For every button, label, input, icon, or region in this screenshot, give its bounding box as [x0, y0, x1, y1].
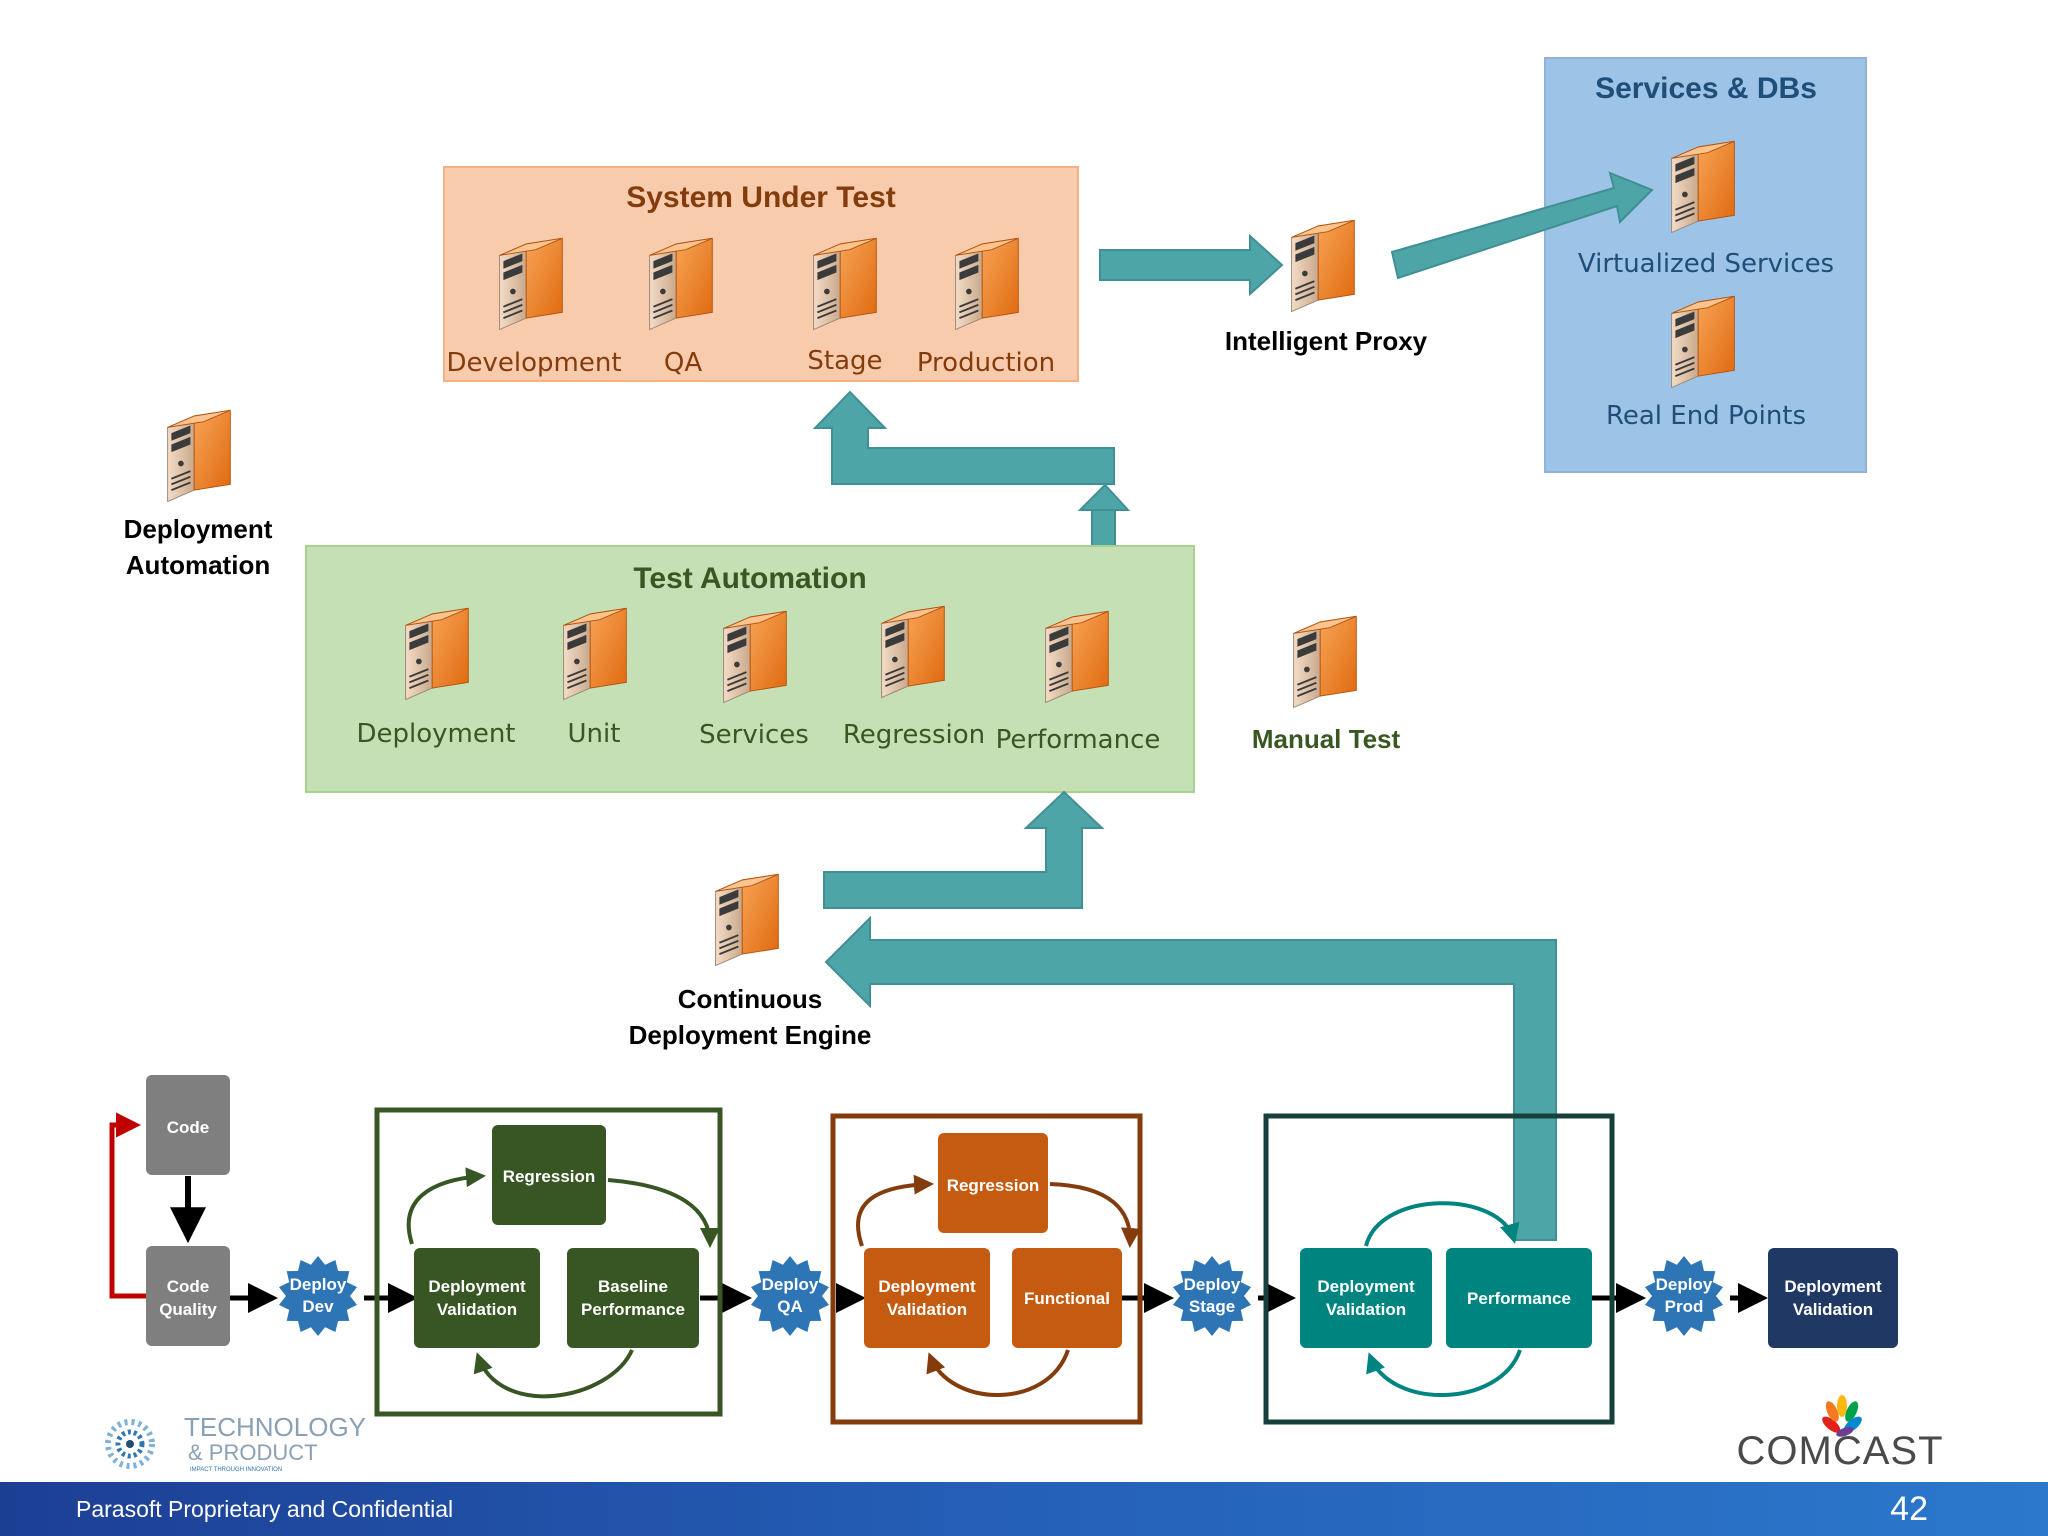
qa-functional: Functional — [1024, 1289, 1110, 1308]
manual-test-icon — [1292, 615, 1358, 709]
tech-product-line2: & PRODUCT — [188, 1440, 318, 1465]
proxy-to-services-arrow — [1390, 171, 1654, 280]
code-quality-line2: Quality — [159, 1300, 217, 1319]
test-performance: Performance — [996, 725, 1161, 755]
footer-text: Parasoft Proprietary and Confidential — [76, 1496, 454, 1522]
comcast-logo: COMCAST — [1737, 1395, 1944, 1473]
qa-cycle-arrow-bottom — [926, 1349, 1070, 1397]
code-label: Code — [167, 1118, 210, 1137]
deploy-stage-line1: Deploy — [1184, 1275, 1241, 1294]
cd-engine-icon — [714, 873, 780, 967]
qa-deployment-validation-line2: Validation — [887, 1300, 967, 1319]
code-quality-box: Code Quality — [146, 1246, 230, 1346]
tech-product-line1: TECHNOLOGY — [184, 1412, 366, 1442]
prod-validation-line1: Deployment — [1784, 1277, 1882, 1296]
intelligent-proxy-label: Intelligent Proxy — [1225, 326, 1428, 356]
quality-to-code-feedback-arrow — [109, 1112, 146, 1299]
comcast-wordmark: COMCAST — [1737, 1429, 1944, 1473]
deploy-qa-badge: Deploy QA — [751, 1256, 829, 1336]
test-automation-title: Test Automation — [633, 562, 866, 595]
qa-deployment-validation-line1: Deployment — [878, 1277, 976, 1296]
test-unit: Unit — [568, 719, 621, 749]
stage-deployment-validation-line1: Deployment — [1317, 1277, 1415, 1296]
test-services: Services — [699, 720, 809, 750]
qa-cycle-arrow-top-left — [856, 1174, 934, 1247]
env-development: Development — [446, 348, 621, 378]
env-stage: Stage — [807, 346, 882, 376]
technology-product-logo: TECHNOLOGY & PRODUCT IMPACT THROUGH INNO… — [105, 1412, 366, 1473]
cd-engine-line2: Deployment Engine — [629, 1020, 872, 1050]
cd-engine-line1: Continuous — [678, 984, 822, 1014]
test-regression: Regression — [843, 720, 985, 750]
deploy-qa-line1: Deploy — [762, 1275, 819, 1294]
stage-performance: Performance — [1467, 1289, 1571, 1308]
dev-cycle-arrow-top-left — [406, 1167, 486, 1245]
qa-stage-group: Regression Deployment Validation Functio… — [830, 1113, 1143, 1425]
qa-cycle-arrow-top-right — [1049, 1182, 1141, 1248]
dev-baseline-line2: Performance — [581, 1300, 685, 1319]
sut-to-proxy-arrow — [1099, 233, 1284, 297]
real-end-points-label: Real End Points — [1606, 401, 1806, 431]
test-deployment: Deployment — [356, 719, 515, 749]
deployment-automation-icon — [166, 409, 232, 503]
system-under-test-panel: System Under Test Development QA Stage P… — [443, 166, 1079, 382]
footer-bar: Parasoft Proprietary and Confidential 42 — [0, 1482, 2048, 1536]
deploy-stage-badge: Deploy Stage — [1173, 1256, 1251, 1336]
stage-cycle-arrow-top — [1364, 1201, 1520, 1247]
peacock-icon — [1822, 1395, 1862, 1437]
deploy-qa-line2: QA — [777, 1297, 803, 1316]
manual-test-label: Manual Test — [1252, 724, 1401, 754]
dev-baseline-line1: Baseline — [598, 1277, 668, 1296]
dev-deployment-validation-line1: Deployment — [428, 1277, 526, 1296]
env-qa: QA — [664, 348, 702, 378]
tech-product-line3: IMPACT THROUGH INNOVATION — [190, 1467, 282, 1473]
prod-validation-line2: Validation — [1793, 1300, 1873, 1319]
sut-title: System Under Test — [626, 181, 896, 214]
deployment-automation-line1: Deployment — [124, 514, 273, 544]
code-box: Code — [146, 1075, 230, 1175]
deploy-stage-line2: Stage — [1189, 1297, 1235, 1316]
stage-deployment-validation-line2: Validation — [1326, 1300, 1406, 1319]
qa-regression: Regression — [947, 1176, 1040, 1195]
performance-feedback-arrow — [824, 915, 1557, 1241]
services-dbs-title: Services & DBs — [1595, 72, 1817, 105]
test-to-sut-arrow — [1077, 483, 1131, 547]
env-production: Production — [917, 348, 1055, 378]
virtualized-services-label: Virtualized Services — [1578, 249, 1834, 279]
stage-stage-group: Deployment Validation Performance — [1263, 1113, 1615, 1425]
spiral-dots-icon — [105, 1419, 155, 1469]
stage-cycle-arrow-bottom — [1366, 1349, 1522, 1397]
dev-stage-group: Regression Deployment Validation Baselin… — [374, 1107, 723, 1417]
deploy-dev-line2: Dev — [302, 1297, 334, 1316]
page-number: 42 — [1890, 1490, 1928, 1528]
dev-regression: Regression — [503, 1167, 596, 1186]
deploy-prod-line2: Prod — [1665, 1297, 1704, 1316]
deploy-dev-line1: Deploy — [290, 1275, 347, 1294]
deploy-dev-badge: Deploy Dev — [279, 1256, 357, 1336]
dev-deployment-validation-line2: Validation — [437, 1300, 517, 1319]
deploy-prod-badge: Deploy Prod — [1645, 1256, 1723, 1336]
prod-validation-box: Deployment Validation — [1768, 1248, 1898, 1348]
intelligent-proxy-icon — [1290, 219, 1356, 313]
dev-cycle-arrow-bottom — [473, 1349, 634, 1399]
test-to-sut-arrow-upper — [812, 390, 1115, 485]
code-quality-line1: Code — [167, 1277, 210, 1296]
engine-to-test-arrow — [823, 790, 1105, 909]
services-dbs-panel: Services & DBs Virtualized Services Real… — [1544, 57, 1867, 473]
test-automation-panel: Test Automation Deployment Unit Services… — [305, 545, 1195, 793]
deployment-automation-line2: Automation — [126, 550, 270, 580]
deploy-prod-line1: Deploy — [1656, 1275, 1713, 1294]
dev-cycle-arrow-top-right — [607, 1178, 720, 1248]
